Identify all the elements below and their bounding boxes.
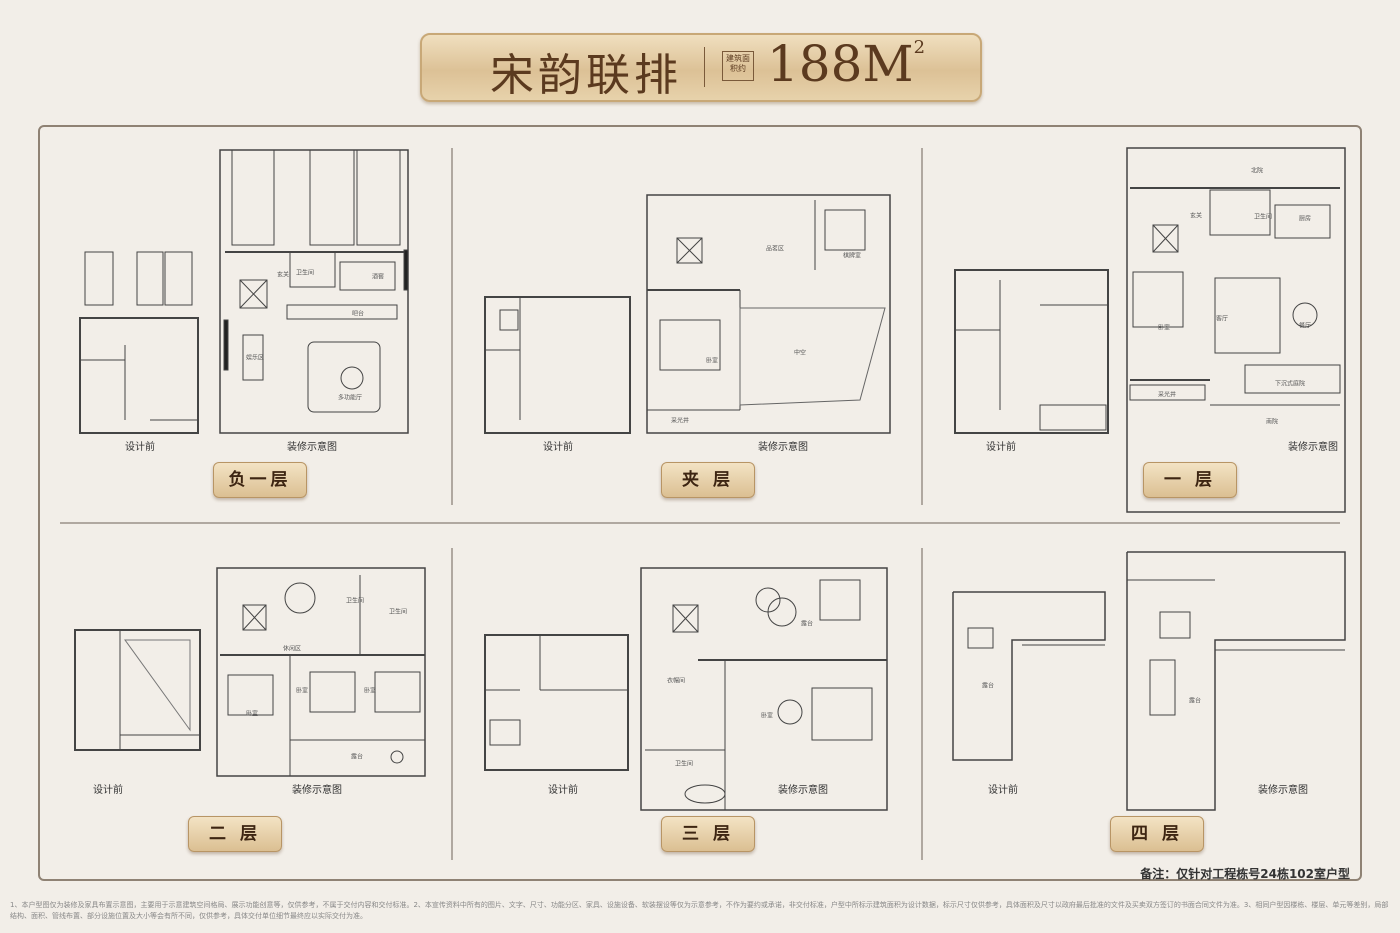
room-label: 卫生间: [674, 760, 694, 768]
room-label: 卧室: [1157, 324, 1171, 332]
plan-mezz-after: [646, 194, 891, 434]
plan-2f-before: [74, 629, 201, 751]
room-label: 露台: [350, 753, 364, 761]
before-caption: 设计前: [93, 785, 123, 796]
after-caption: 装修示意图: [758, 442, 808, 453]
plan-b1-after: [219, 149, 409, 434]
room-label: 卫生间: [345, 597, 365, 605]
area-value: 188M2: [767, 35, 925, 93]
floor-badge-4f: 四 层: [1110, 816, 1204, 852]
area-seal: 建筑面积约: [722, 51, 754, 81]
room-label: 多功能厅: [337, 394, 363, 402]
room-label: 露台: [1188, 697, 1202, 705]
plan-2f-after: [216, 567, 426, 777]
room-label: 下沉式庭院: [1274, 380, 1306, 388]
plan-1f-before: [954, 269, 1109, 434]
room-label: 采光井: [670, 417, 690, 425]
before-caption: 设计前: [548, 785, 578, 796]
room-label: 餐厅: [1298, 322, 1312, 330]
floor-badge-2f: 二 层: [188, 816, 282, 852]
title-text: 宋韵联排: [490, 50, 682, 101]
before-caption: 设计前: [986, 442, 1016, 453]
room-label: 卧室: [245, 710, 259, 718]
before-caption: 设计前: [988, 785, 1018, 796]
unit-note: 备注：仅针对工程栋号24栋102室户型: [1140, 867, 1350, 881]
before-caption: 设计前: [543, 442, 573, 453]
after-caption: 装修示意图: [1288, 442, 1338, 453]
after-caption: 装修示意图: [778, 785, 828, 796]
floor-badge-1f: 一 层: [1143, 462, 1237, 498]
content-frame: [38, 125, 1362, 881]
room-label: 卧室: [760, 712, 774, 720]
room-label: 露台: [800, 620, 814, 628]
plan-b1-before: [79, 251, 199, 434]
disclaimer-footnote: 1、本户型图仅为装修及家具布置示意图，主要用于示意建筑空间格局、展示功能创意等，…: [10, 901, 1389, 920]
area-number: 188M: [767, 35, 914, 93]
room-label: 玄关: [1189, 212, 1203, 220]
plan-1f-after: [1126, 147, 1346, 513]
plan-4f-before: [952, 591, 1106, 761]
floor-badge-3f: 三 层: [661, 816, 755, 852]
room-label: 玄关: [276, 271, 290, 279]
area-superscript: 2: [913, 37, 926, 58]
room-label: 露台: [981, 682, 995, 690]
plan-3f-after: [640, 567, 888, 811]
room-label: 卫生间: [1253, 213, 1273, 221]
room-label: 卧室: [363, 687, 377, 695]
room-label: 卧室: [295, 687, 309, 695]
room-label: 卧室: [705, 357, 719, 365]
room-label: 衣帽间: [666, 677, 686, 685]
room-label: 厨房: [1298, 215, 1312, 223]
room-label: 品茗区: [765, 245, 785, 253]
room-label: 休闲区: [282, 645, 302, 653]
room-label: 北院: [1250, 167, 1264, 175]
floor-badge-b1: 负一层: [213, 462, 307, 498]
room-label: 卫生间: [295, 269, 315, 277]
room-label: 中空: [793, 349, 807, 357]
room-label: 南院: [1265, 418, 1279, 426]
room-label: 酒窖: [371, 273, 385, 281]
room-label: 娱乐区: [245, 354, 265, 362]
after-caption: 装修示意图: [292, 785, 342, 796]
title-banner: 宋韵联排 建筑面积约 188M2: [420, 33, 982, 102]
before-caption: 设计前: [125, 442, 155, 453]
plan-3f-before: [484, 634, 629, 771]
room-label: 卫生间: [388, 608, 408, 616]
after-caption: 装修示意图: [287, 442, 337, 453]
section-dividers: [60, 148, 1340, 860]
room-label: 棋牌室: [842, 252, 862, 260]
room-label: 吧台: [351, 310, 365, 318]
plan-4f-after: [1126, 551, 1346, 811]
plan-mezz-before: [484, 296, 631, 434]
room-label: 客厅: [1215, 315, 1229, 323]
after-caption: 装修示意图: [1258, 785, 1308, 796]
floor-badge-mezzanine: 夹 层: [661, 462, 755, 498]
room-label: 采光井: [1157, 391, 1177, 399]
title-divider: [704, 47, 705, 87]
